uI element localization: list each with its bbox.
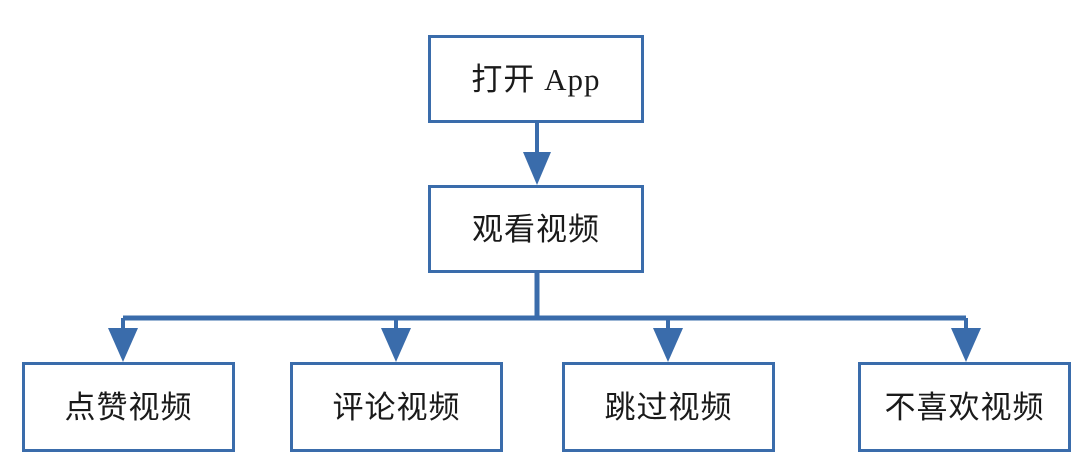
node-skip-video[interactable]: 跳过视频 [562, 362, 775, 452]
edge-watch-video-to-like-video [108, 318, 138, 362]
node-watch-video[interactable]: 观看视频 [428, 185, 644, 273]
edge-open-app-to-watch-video [523, 123, 551, 185]
node-open-app-label: 打开 App [471, 61, 601, 97]
node-dislike-video[interactable]: 不喜欢视频 [858, 362, 1071, 452]
edge-watch-video-to-skip-video [653, 318, 683, 362]
node-dislike-video-label: 不喜欢视频 [884, 389, 1045, 425]
node-like-video[interactable]: 点赞视频 [22, 362, 235, 452]
node-watch-video-label: 观看视频 [472, 211, 600, 247]
node-open-app[interactable]: 打开 App [428, 35, 644, 123]
node-comment-video-label: 评论视频 [332, 389, 461, 425]
edge-watch-video-to-dislike-video [951, 318, 981, 362]
node-comment-video[interactable]: 评论视频 [290, 362, 503, 452]
node-like-video-label: 点赞视频 [64, 389, 193, 425]
node-skip-video-label: 跳过视频 [604, 389, 733, 425]
edge-watch-video-to-comment-video [381, 318, 411, 362]
